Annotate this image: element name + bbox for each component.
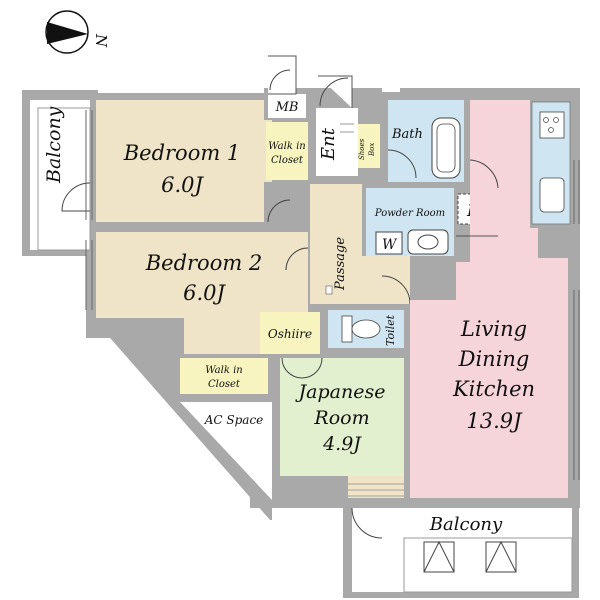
bath: Bath xyxy=(387,100,464,182)
bath-label: Bath xyxy=(391,127,423,142)
meter-box: MB xyxy=(268,55,306,118)
passage: Passage xyxy=(310,184,411,305)
ldk-line3: Kitchen xyxy=(452,377,535,401)
north-arrow-icon xyxy=(47,22,88,44)
sink-icon xyxy=(539,177,565,213)
ldk-line2: Dining xyxy=(458,347,530,371)
hatch-icon xyxy=(485,540,517,573)
oshiire-label: Oshiire xyxy=(268,327,312,341)
north-label: N xyxy=(92,33,110,48)
bedroom-2-name: Bedroom 2 xyxy=(145,251,263,275)
balcony-west-label: Balcony xyxy=(43,106,65,184)
kitchen-counter xyxy=(531,101,571,225)
ldk-line1: Living xyxy=(460,317,527,341)
japanese-room: Japanese Room 4.9J xyxy=(280,357,404,498)
bedroom-2-size: 6.0J xyxy=(183,281,226,305)
walk-in-closet-2: Walk in Closet xyxy=(180,358,268,394)
bedroom-1: Bedroom 1 6.0J xyxy=(96,100,291,223)
shoes-box-line2: Box xyxy=(368,143,376,157)
compass: N xyxy=(45,10,110,54)
japanese-room-name2: Room xyxy=(313,407,369,429)
entrance-label: Ent xyxy=(318,127,339,161)
wic-2-line2: Closet xyxy=(208,379,241,390)
balcony-south: Balcony xyxy=(351,507,573,593)
powder-room-label: Powder Room xyxy=(374,208,445,219)
toilet-label: Toilet xyxy=(384,314,397,346)
passage-label: Passage xyxy=(333,237,348,291)
japanese-room-size: 4.9J xyxy=(322,433,362,455)
wic-1-line2: Closet xyxy=(271,155,304,166)
hatch-icon xyxy=(423,540,455,573)
living-dining-kitchen: Living Dining Kitchen 13.9J xyxy=(410,100,568,498)
entrance: Ent xyxy=(316,75,358,176)
wic-2-line1: Walk in xyxy=(205,365,242,376)
ac-space-label: AC Space xyxy=(204,413,264,427)
bedroom-1-name: Bedroom 1 xyxy=(123,141,241,165)
shoes-box-line1: Shoes xyxy=(358,138,366,160)
washer-label: W xyxy=(382,237,398,253)
ac-space: AC Space xyxy=(180,402,272,500)
wic-1-line1: Walk in xyxy=(268,141,305,152)
japanese-room-name1: Japanese xyxy=(295,381,386,403)
oshiire: Oshiire xyxy=(260,312,320,354)
mb-label: MB xyxy=(275,100,299,115)
balcony-west: Balcony xyxy=(30,100,91,251)
powder-room: W Powder Room xyxy=(366,188,454,256)
balcony-south-label: Balcony xyxy=(429,514,503,535)
shoes-box: Shoes Box xyxy=(358,124,380,168)
bedroom-1-size: 6.0J xyxy=(161,173,204,197)
windows xyxy=(85,110,580,480)
toilet: Toilet xyxy=(328,310,404,348)
ldk-size: 13.9J xyxy=(466,409,523,433)
stove-icon xyxy=(539,111,565,139)
walk-in-closet-1: Walk in Closet xyxy=(266,122,308,180)
